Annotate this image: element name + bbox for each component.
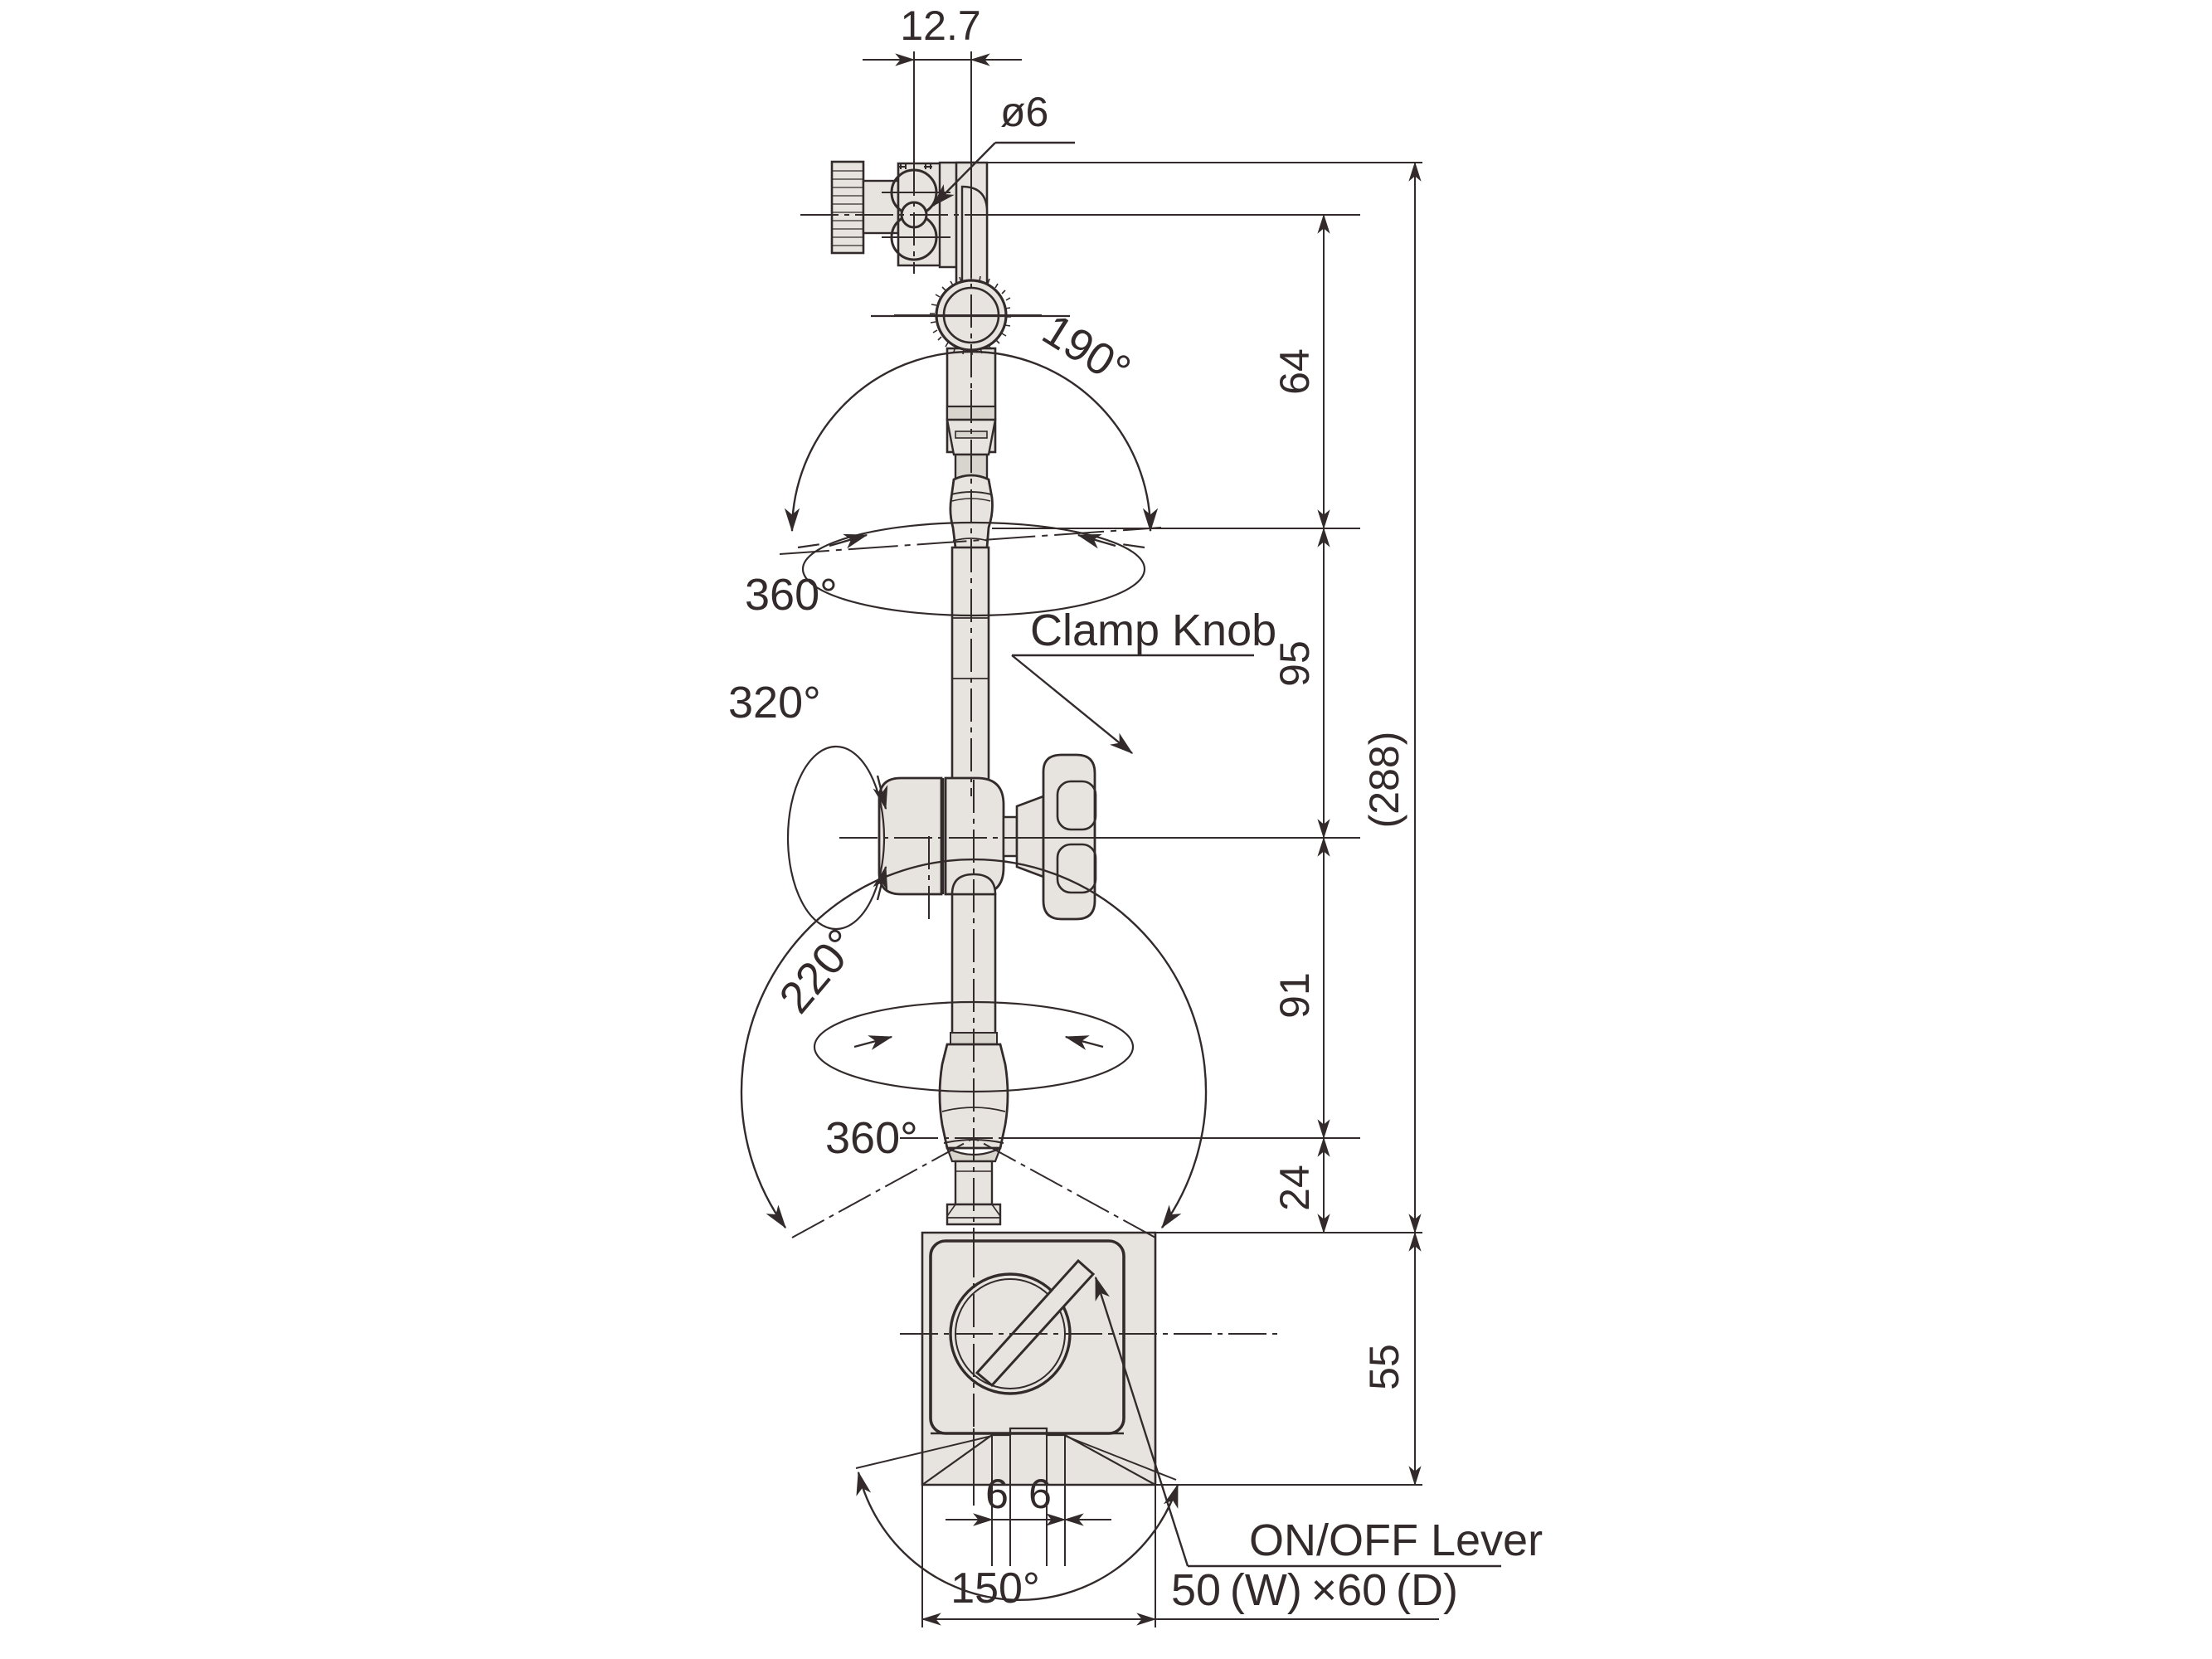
base-vee-notch xyxy=(921,1427,1156,1486)
clamp-slot-marks xyxy=(898,163,932,169)
dimension-d6 xyxy=(931,141,1075,207)
ang-320-label: 320° xyxy=(728,678,821,727)
ellipse-320 xyxy=(786,745,886,931)
arc-190-reference-lines xyxy=(797,314,1145,549)
ang-360-lower-label: 360° xyxy=(825,1113,918,1163)
onoff-leader-arrow xyxy=(1094,1276,1189,1567)
callout-clamp-knob xyxy=(1011,654,1254,754)
leader-d6-arrow xyxy=(931,142,996,207)
ellipse-360-upper-arrows xyxy=(829,533,1116,549)
dim-55-label: 55 xyxy=(1361,1344,1407,1390)
dimension-6-6 xyxy=(946,1428,1111,1566)
dim-12-7-label: 12.7 xyxy=(900,2,980,49)
dimension-extension-lines xyxy=(971,162,1422,1486)
clamp-thumbscrew-knurl xyxy=(832,170,863,246)
dim-288-label: (288) xyxy=(1361,732,1407,829)
dim-64-label: 64 xyxy=(1271,348,1318,395)
angle-indicators xyxy=(740,314,1208,1601)
arc-220 xyxy=(740,858,1208,1229)
clamp-thumbscrew-head xyxy=(830,160,865,255)
onoff-lever-end xyxy=(1077,1260,1094,1275)
dim-6-left-label: 6 xyxy=(985,1471,1009,1517)
knob-grip-lower xyxy=(1056,843,1097,894)
ellipse-320-arrows xyxy=(873,775,888,901)
dim-95-label: 95 xyxy=(1271,640,1318,687)
magnetic-base xyxy=(921,1231,1157,1486)
ang-150-label: 150° xyxy=(950,1564,1040,1613)
onoff-lever-tip xyxy=(976,1372,993,1386)
dimension-base-width xyxy=(921,1485,1439,1627)
upper-ball-seam-3 xyxy=(952,538,989,542)
knob-shank xyxy=(1002,815,1018,858)
arc-220-datums xyxy=(791,1137,1156,1238)
dim-base-label: 50 (W) ×60 (D) xyxy=(1171,1565,1458,1615)
ellipse-360-lower xyxy=(813,1000,1135,1093)
dimension-12-7 xyxy=(863,51,1022,265)
center-lines xyxy=(913,145,975,1460)
knob-grip-upper xyxy=(1056,780,1097,831)
arc-190 xyxy=(784,350,1159,533)
callout-onoff-lever-label: ON/OFF Lever xyxy=(1249,1515,1543,1565)
arc-150 xyxy=(856,1471,1179,1601)
dim-6-right-label: 6 xyxy=(1028,1471,1052,1517)
callout-onoff-lever xyxy=(1094,1276,1501,1568)
clamp-knob-leader-arrow xyxy=(1011,654,1134,754)
ellipse-360-upper xyxy=(801,521,1146,617)
dim-d6-label: ø6 xyxy=(1000,89,1048,135)
arc-190-datum xyxy=(779,527,1162,555)
ellipse-360-lower-arrows xyxy=(853,1035,1104,1050)
ang-360-upper-label: 360° xyxy=(745,570,838,620)
hub-left-block xyxy=(878,776,943,896)
dim-24-label: 24 xyxy=(1271,1165,1318,1211)
dim-91-label: 91 xyxy=(1271,972,1318,1019)
callout-clamp-knob-label: Clamp Knob xyxy=(1030,606,1276,655)
